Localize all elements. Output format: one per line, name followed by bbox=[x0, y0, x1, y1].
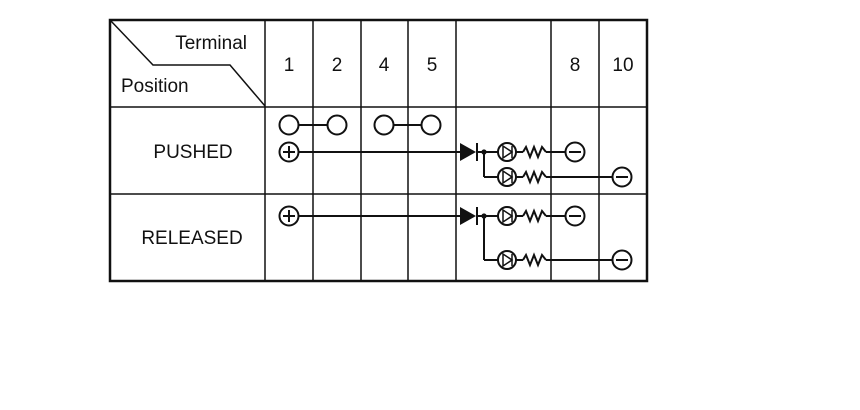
position-header-label: Position bbox=[121, 76, 189, 97]
diode-icon bbox=[460, 207, 476, 225]
released-row-circuit bbox=[278, 205, 633, 271]
column-header-10: 10 bbox=[612, 55, 633, 76]
resistor-icon bbox=[522, 169, 547, 185]
plus-terminal-icon bbox=[278, 141, 300, 163]
diode-icon bbox=[460, 143, 476, 161]
minus-terminal-icon bbox=[611, 249, 633, 271]
table-grid bbox=[108, 18, 649, 283]
minus-terminal-icon bbox=[611, 166, 633, 188]
resistor-icon bbox=[522, 208, 547, 224]
contact-circle-icon bbox=[420, 114, 442, 136]
resistor-icon bbox=[522, 252, 547, 268]
contact-circle-icon bbox=[326, 114, 348, 136]
column-header-4: 4 bbox=[379, 55, 390, 76]
column-header-8: 8 bbox=[570, 55, 581, 76]
column-header-1: 1 bbox=[284, 55, 295, 76]
row-label-pushed: PUSHED bbox=[153, 142, 232, 163]
contact-circle-icon bbox=[373, 114, 395, 136]
minus-terminal-icon bbox=[564, 205, 586, 227]
column-header-5: 5 bbox=[427, 55, 438, 76]
terminal-header-label: Terminal bbox=[175, 33, 247, 54]
led-icon bbox=[497, 167, 517, 187]
column-header-2: 2 bbox=[332, 55, 343, 76]
led-icon bbox=[497, 206, 517, 226]
minus-terminal-icon bbox=[564, 141, 586, 163]
row-label-released: RELEASED bbox=[141, 228, 242, 249]
pushed-row-circuit bbox=[278, 114, 633, 188]
contact-circle-icon bbox=[278, 114, 300, 136]
resistor-icon bbox=[522, 144, 547, 160]
led-icon bbox=[497, 142, 517, 162]
led-icon bbox=[497, 250, 517, 270]
plus-terminal-icon bbox=[278, 205, 300, 227]
